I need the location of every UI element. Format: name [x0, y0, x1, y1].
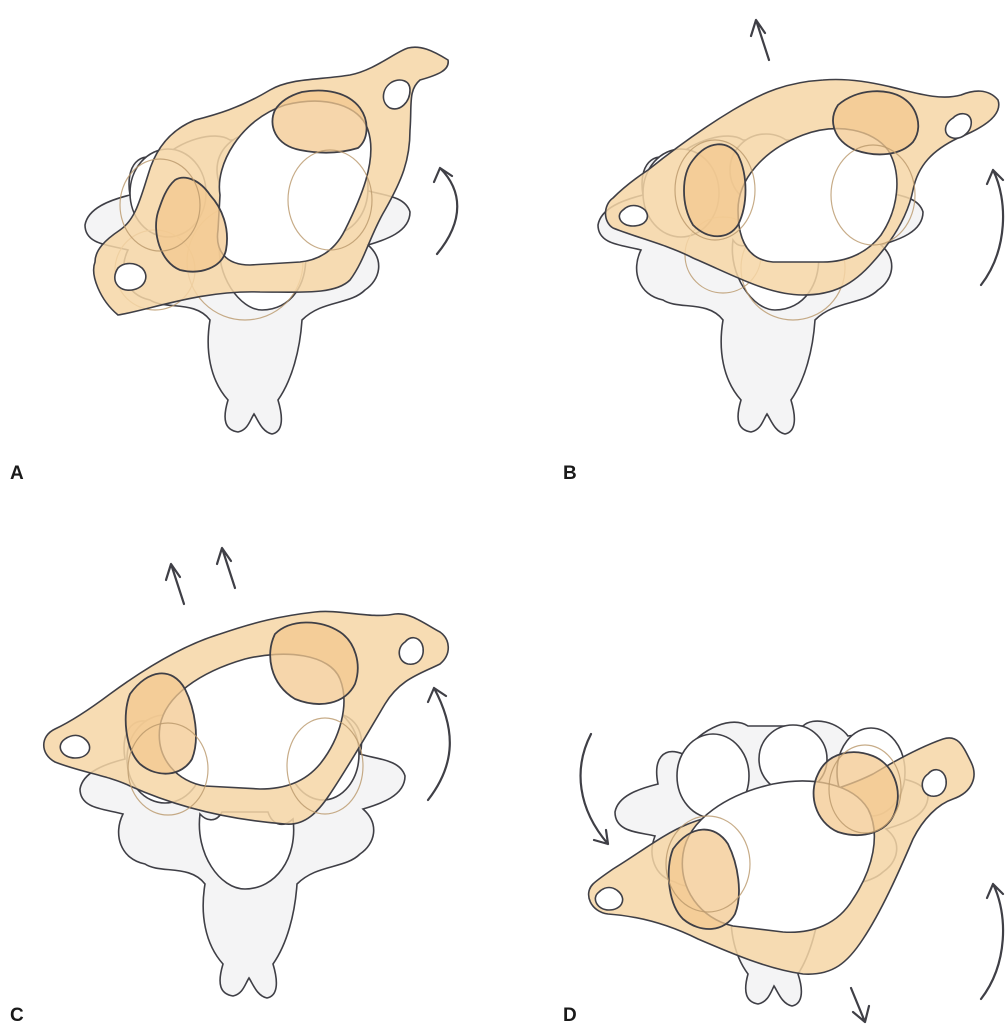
panel-b-diagram	[503, 0, 1006, 514]
panel-a-label: A	[10, 463, 24, 485]
panel-c-label: C	[10, 1005, 24, 1027]
panel-d-diagram	[503, 514, 1006, 1028]
rotation-arrow-right	[981, 884, 1003, 999]
upward-arrow	[751, 20, 769, 60]
atlas-vertebra	[94, 47, 449, 315]
panel-a-diagram	[0, 0, 503, 514]
downward-arrow	[851, 988, 869, 1022]
rotation-arrow	[434, 168, 457, 254]
panel-d-label: D	[563, 1005, 577, 1027]
rotation-arrow-left	[581, 734, 608, 844]
rotation-arrow	[428, 688, 450, 800]
panel-b-label: B	[563, 463, 577, 485]
upward-arrow-left	[166, 564, 184, 604]
rotation-arrow	[981, 170, 1003, 285]
upward-arrow-right	[217, 548, 235, 588]
panel-c-diagram	[0, 514, 503, 1028]
